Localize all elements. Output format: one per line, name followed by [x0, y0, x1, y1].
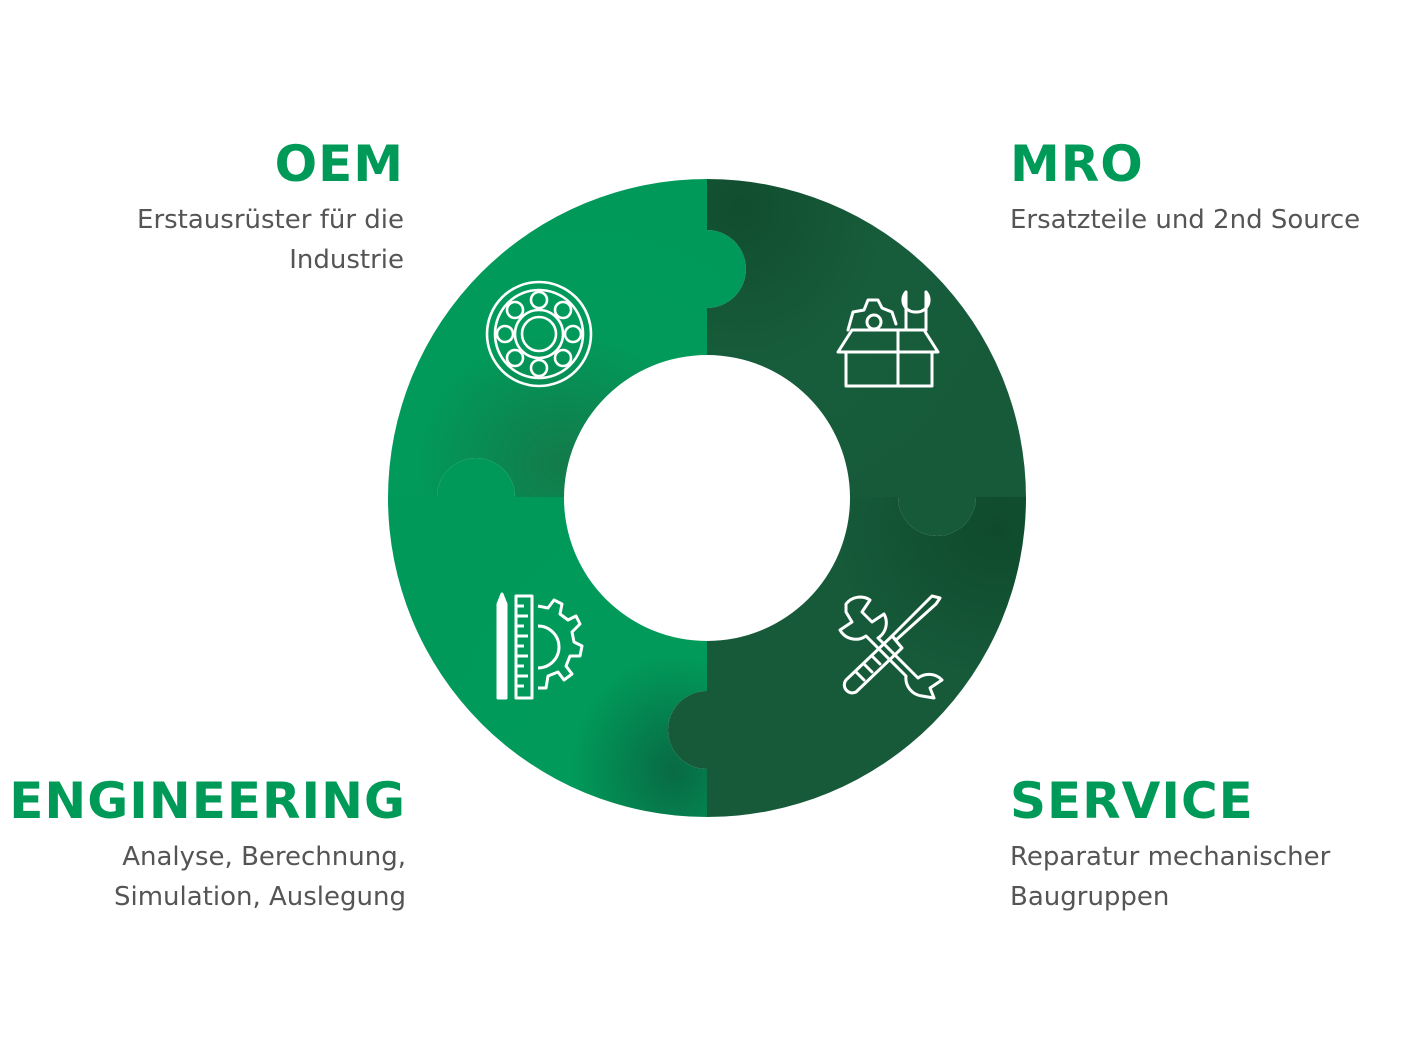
mro-label-block: MRO Ersatzteile und 2nd Source: [1010, 136, 1370, 240]
engineering-description: Analyse, Berechnung, Simulation, Auslegu…: [113, 842, 406, 912]
service-description: Reparatur mechanischer Baugruppen: [1010, 842, 1331, 912]
engineering-label-block: ENGINEERING Analyse, Berechnung, Simulat…: [6, 773, 406, 917]
oem-description: Erstausrüster für die Industrie: [137, 205, 404, 275]
mro-title: MRO: [1010, 135, 1144, 193]
engineering-segment: [388, 458, 707, 817]
engineering-title: ENGINEERING: [9, 772, 406, 830]
oem-title: OEM: [274, 135, 404, 193]
service-title: SERVICE: [1010, 772, 1254, 830]
wrench-screwdriver-icon: [838, 594, 944, 700]
service-label-block: SERVICE Reparatur mechanischer Baugruppe…: [1010, 773, 1400, 917]
engineering-tools-icon: [496, 592, 584, 700]
bearing-icon: [485, 280, 593, 388]
mro-description: Ersatzteile und 2nd Source: [1010, 205, 1361, 235]
service-segment: [668, 497, 1026, 817]
toolbox-icon: [836, 290, 940, 388]
oem-label-block: OEM Erstausrüster für die Industrie: [40, 136, 404, 280]
